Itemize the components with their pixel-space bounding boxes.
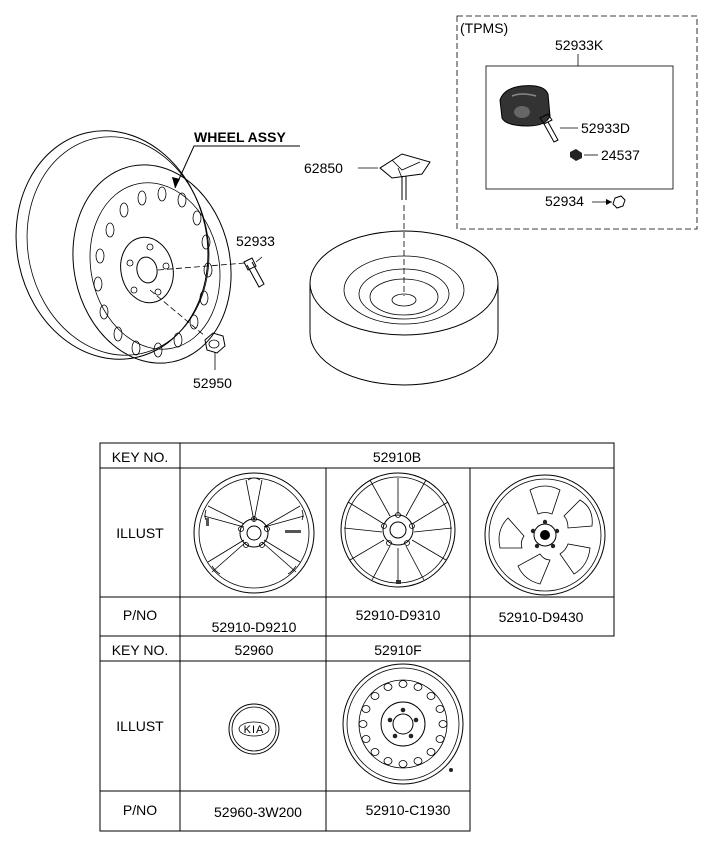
tpms-valve-part: 52933D: [539, 113, 630, 143]
lug-bolt-label: 52933: [236, 233, 275, 249]
table1-illust-label: ILLUST: [116, 525, 164, 541]
table2-part-1: 52960-3W200: [214, 804, 302, 820]
steel-wheel-c1930-illustration: [342, 663, 464, 785]
tpms-title: (TPMS): [460, 20, 508, 36]
wheel-vent-holes: [93, 186, 213, 358]
alloy-wheel-d9310-illustration: [340, 472, 456, 588]
tpms-group: (TPMS) 52933K 52933D 24537 52934: [456, 15, 698, 230]
center-cap-illustration: KIA: [228, 703, 280, 755]
wheel-assy-leader: WHEEL ASSY: [172, 129, 300, 189]
table1-pno-label: P/NO: [123, 607, 157, 623]
spare-holder-label: 62850: [304, 160, 343, 176]
table1-part-3: 52910-D9430: [499, 609, 584, 625]
table2-illust-label: ILLUST: [116, 718, 164, 734]
lug-holes: [126, 243, 170, 296]
lug-nut-label: 52950: [193, 375, 232, 391]
lug-bolt-part: 52933: [236, 233, 275, 288]
table1-part-1: 52910-D9210: [212, 619, 297, 635]
tpms-valve-label: 52933D: [581, 120, 630, 136]
tpms-sensor-label: 52933K: [555, 37, 604, 53]
table2-key-2: 52910F: [374, 642, 421, 658]
alloy-wheel-d9430-illustration: [484, 474, 606, 596]
tpms-nut-label: 52934: [545, 193, 584, 209]
steel-wheel-assembly: [15, 130, 246, 364]
table2-key-1: 52960: [235, 642, 274, 658]
lug-nut-part: 52950: [193, 332, 232, 391]
table2-pno-label: P/NO: [123, 802, 157, 818]
tpms-sensor-part: [499, 85, 551, 127]
tpms-nut-part: 52934: [545, 193, 626, 209]
table1-part-2: 52910-D9310: [356, 607, 441, 623]
kia-logo: KIA: [244, 724, 265, 736]
table1-key-value: 52910B: [373, 449, 421, 465]
wheel-assy-label: WHEEL ASSY: [194, 129, 286, 145]
table1-key-label: KEY NO.: [112, 449, 169, 465]
tpms-cap-part: 24537: [570, 147, 640, 163]
alloy-wheel-d9210-illustration: [193, 472, 315, 594]
tpms-cap-label: 24537: [601, 147, 640, 163]
table2-part-2: 52910-C1930: [366, 802, 451, 818]
table-52910B: KEY NO. 52910B ILLUST P/NO 52910-D9210 5…: [99, 442, 615, 637]
table-52960-52910F: KEY NO. 52960 52910F ILLUST P/NO 52960-3…: [99, 635, 471, 832]
spare-tire-holder-part: 62850: [304, 153, 431, 296]
table2-key-label: KEY NO.: [112, 642, 169, 658]
